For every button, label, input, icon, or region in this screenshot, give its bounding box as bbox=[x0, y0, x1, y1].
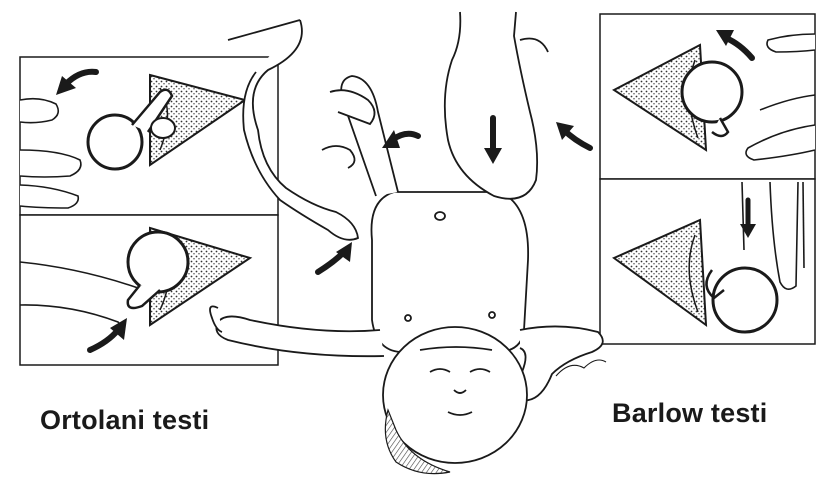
examiner-right-hand bbox=[445, 12, 548, 199]
barlow-panel-bottom bbox=[600, 179, 815, 344]
barlow-test-caption: Barlow testi bbox=[612, 398, 767, 429]
barlow-panel-top bbox=[600, 14, 815, 179]
ortolani-panel-top bbox=[20, 57, 278, 215]
curved-arrow-up-right-icon bbox=[318, 252, 344, 272]
ortolani-test-caption: Ortolani testi bbox=[40, 405, 209, 436]
